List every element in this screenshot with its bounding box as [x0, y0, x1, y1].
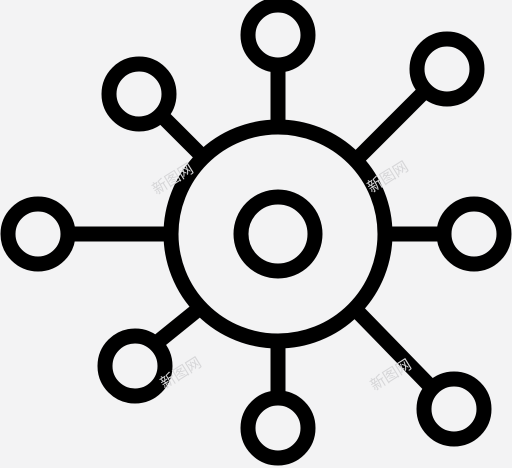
node-lower-right	[416, 371, 492, 447]
node-upper-right	[409, 31, 485, 107]
node-bottom	[240, 390, 316, 466]
node-right	[436, 196, 512, 272]
hub-outer-ring	[163, 119, 393, 349]
spoke-upper-left	[156, 110, 209, 163]
spoke-upper-right	[350, 86, 430, 166]
spoke-lower-right	[352, 306, 436, 392]
node-lower-left	[97, 328, 173, 404]
node-top	[240, 0, 316, 73]
hub-inner-ring	[233, 189, 323, 279]
node-upper-left	[101, 56, 177, 132]
spoke-lower-left	[149, 301, 206, 351]
node-left	[0, 196, 76, 272]
